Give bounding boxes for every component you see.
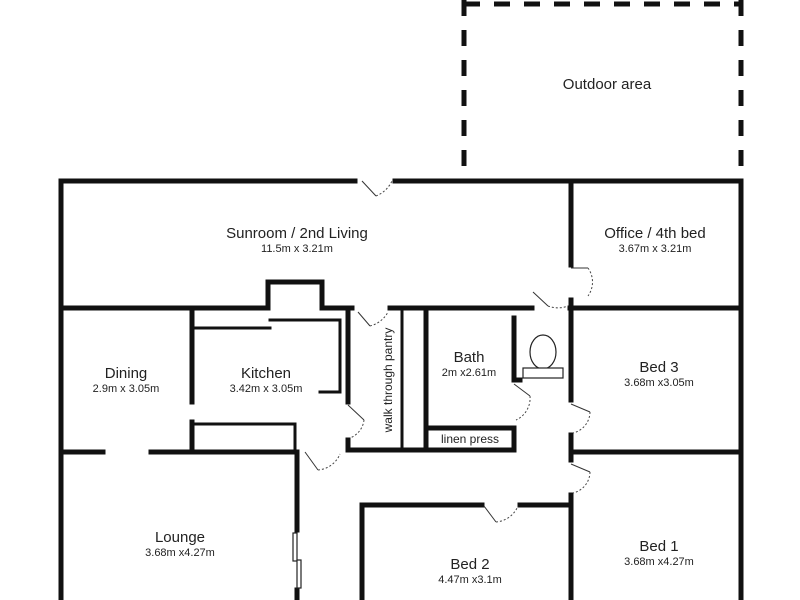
cistern-icon [522,367,564,379]
outdoor-area-boundary [461,0,744,180]
bed1-dims: 3.68m x4.27m [624,556,694,568]
toilet-icon [529,334,557,370]
bed2-dims: 4.47m x3.1m [438,574,502,586]
dining-label: Dining [105,365,148,382]
bed3-dims: 3.68m x3.05m [624,377,694,389]
kitchen-label: Kitchen [241,365,291,382]
bath-fixtures [522,334,564,379]
doors [292,180,594,589]
bed1-label: Bed 1 [639,538,678,555]
exterior-walls [58,178,744,600]
lounge-dims: 3.68m x4.27m [145,547,215,559]
outdoor-area-label: Outdoor area [563,76,652,93]
bath-label: Bath [454,349,485,366]
linen-press-label: linen press [441,432,499,446]
sunroom-label: Sunroom / 2nd Living [226,225,368,242]
sunroom-dims: 11.5m x 3.21m [261,243,333,255]
interior-walls [58,178,744,600]
bath-dims: 2m x2.61m [442,367,496,379]
bed3-label: Bed 3 [639,359,678,376]
bed2-label: Bed 2 [450,556,489,573]
office-label: Office / 4th bed [604,225,705,242]
pantry-label: walk through pantry [381,328,395,434]
kitchen-dims: 3.42m x 3.05m [230,383,303,395]
lounge-label: Lounge [155,529,205,546]
office-dims: 3.67m x 3.21m [619,243,692,255]
dining-dims: 2.9m x 3.05m [93,383,160,395]
